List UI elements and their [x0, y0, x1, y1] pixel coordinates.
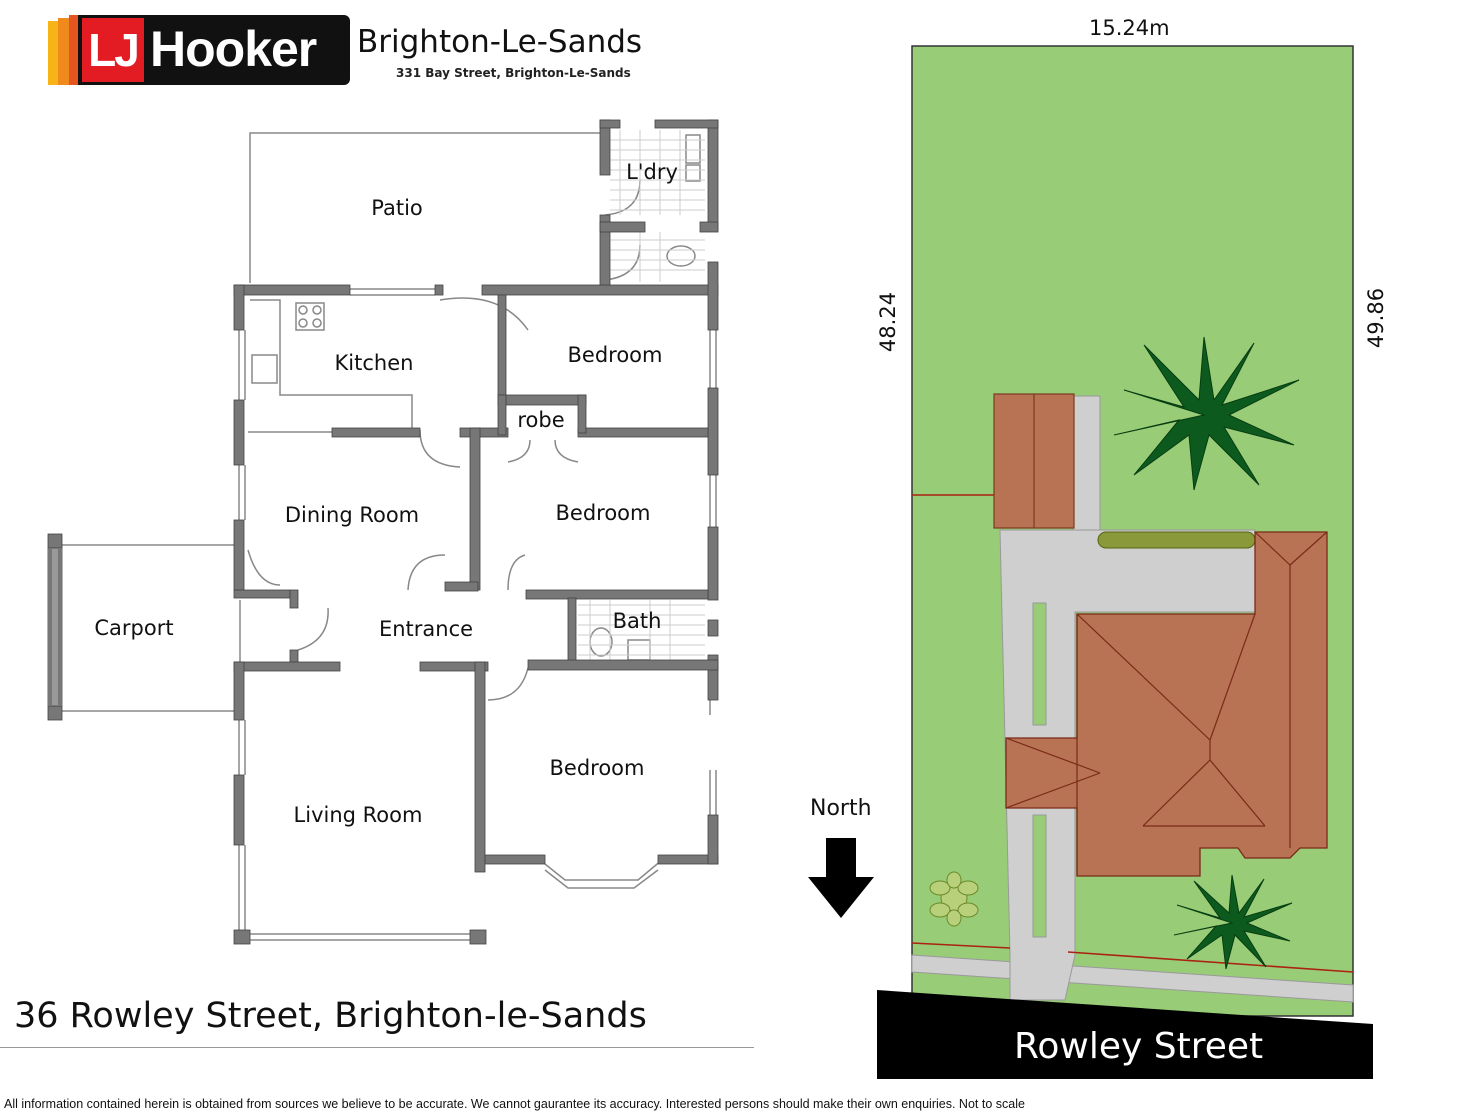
- office-address: 331 Bay Street, Brighton-Le-Sands: [396, 66, 631, 80]
- room-label-bedroom-3: Bedroom: [549, 756, 645, 780]
- disclaimer-text: All information contained herein is obta…: [4, 1097, 1025, 1111]
- street-name-label: Rowley Street: [1014, 1026, 1264, 1067]
- room-label-carport: Carport: [94, 616, 174, 640]
- shrub-icon: [929, 871, 979, 927]
- site-left-side-label: 48.24: [876, 291, 901, 353]
- office-name: Brighton-Le-Sands: [357, 24, 643, 60]
- north-arrow-icon: [808, 838, 874, 918]
- room-label-bath: Bath: [612, 609, 662, 633]
- property-address: 36 Rowley Street, Brighton-le-Sands: [14, 996, 647, 1036]
- logo-stripes-icon: [48, 15, 80, 85]
- house-roof: [1005, 531, 1328, 877]
- address-underline: [0, 1047, 754, 1048]
- room-label-kitchen: Kitchen: [334, 351, 414, 375]
- room-label-bedroom-2: Bedroom: [555, 501, 651, 525]
- north-label: North: [810, 796, 872, 821]
- room-label-bedroom-1: Bedroom: [567, 343, 663, 367]
- room-label-dining: Dining Room: [284, 503, 420, 527]
- site-width-label: 15.24m: [1089, 16, 1170, 40]
- floor-plan: [47, 119, 719, 945]
- palm-tree-large-icon: [1113, 336, 1300, 491]
- room-label-robe: robe: [517, 408, 565, 432]
- garage-roof: [993, 393, 1075, 529]
- palm-tree-small-icon: [1173, 874, 1293, 970]
- room-label-patio: Patio: [371, 196, 423, 220]
- room-label-living: Living Room: [293, 803, 423, 827]
- logo-brand-name: Hooker: [150, 21, 317, 77]
- room-label-entrance: Entrance: [378, 617, 474, 641]
- room-label-laundry: L'dry: [626, 160, 678, 184]
- site-right-side-label: 49.86: [1364, 287, 1389, 349]
- logo-initials: LJ: [82, 18, 144, 82]
